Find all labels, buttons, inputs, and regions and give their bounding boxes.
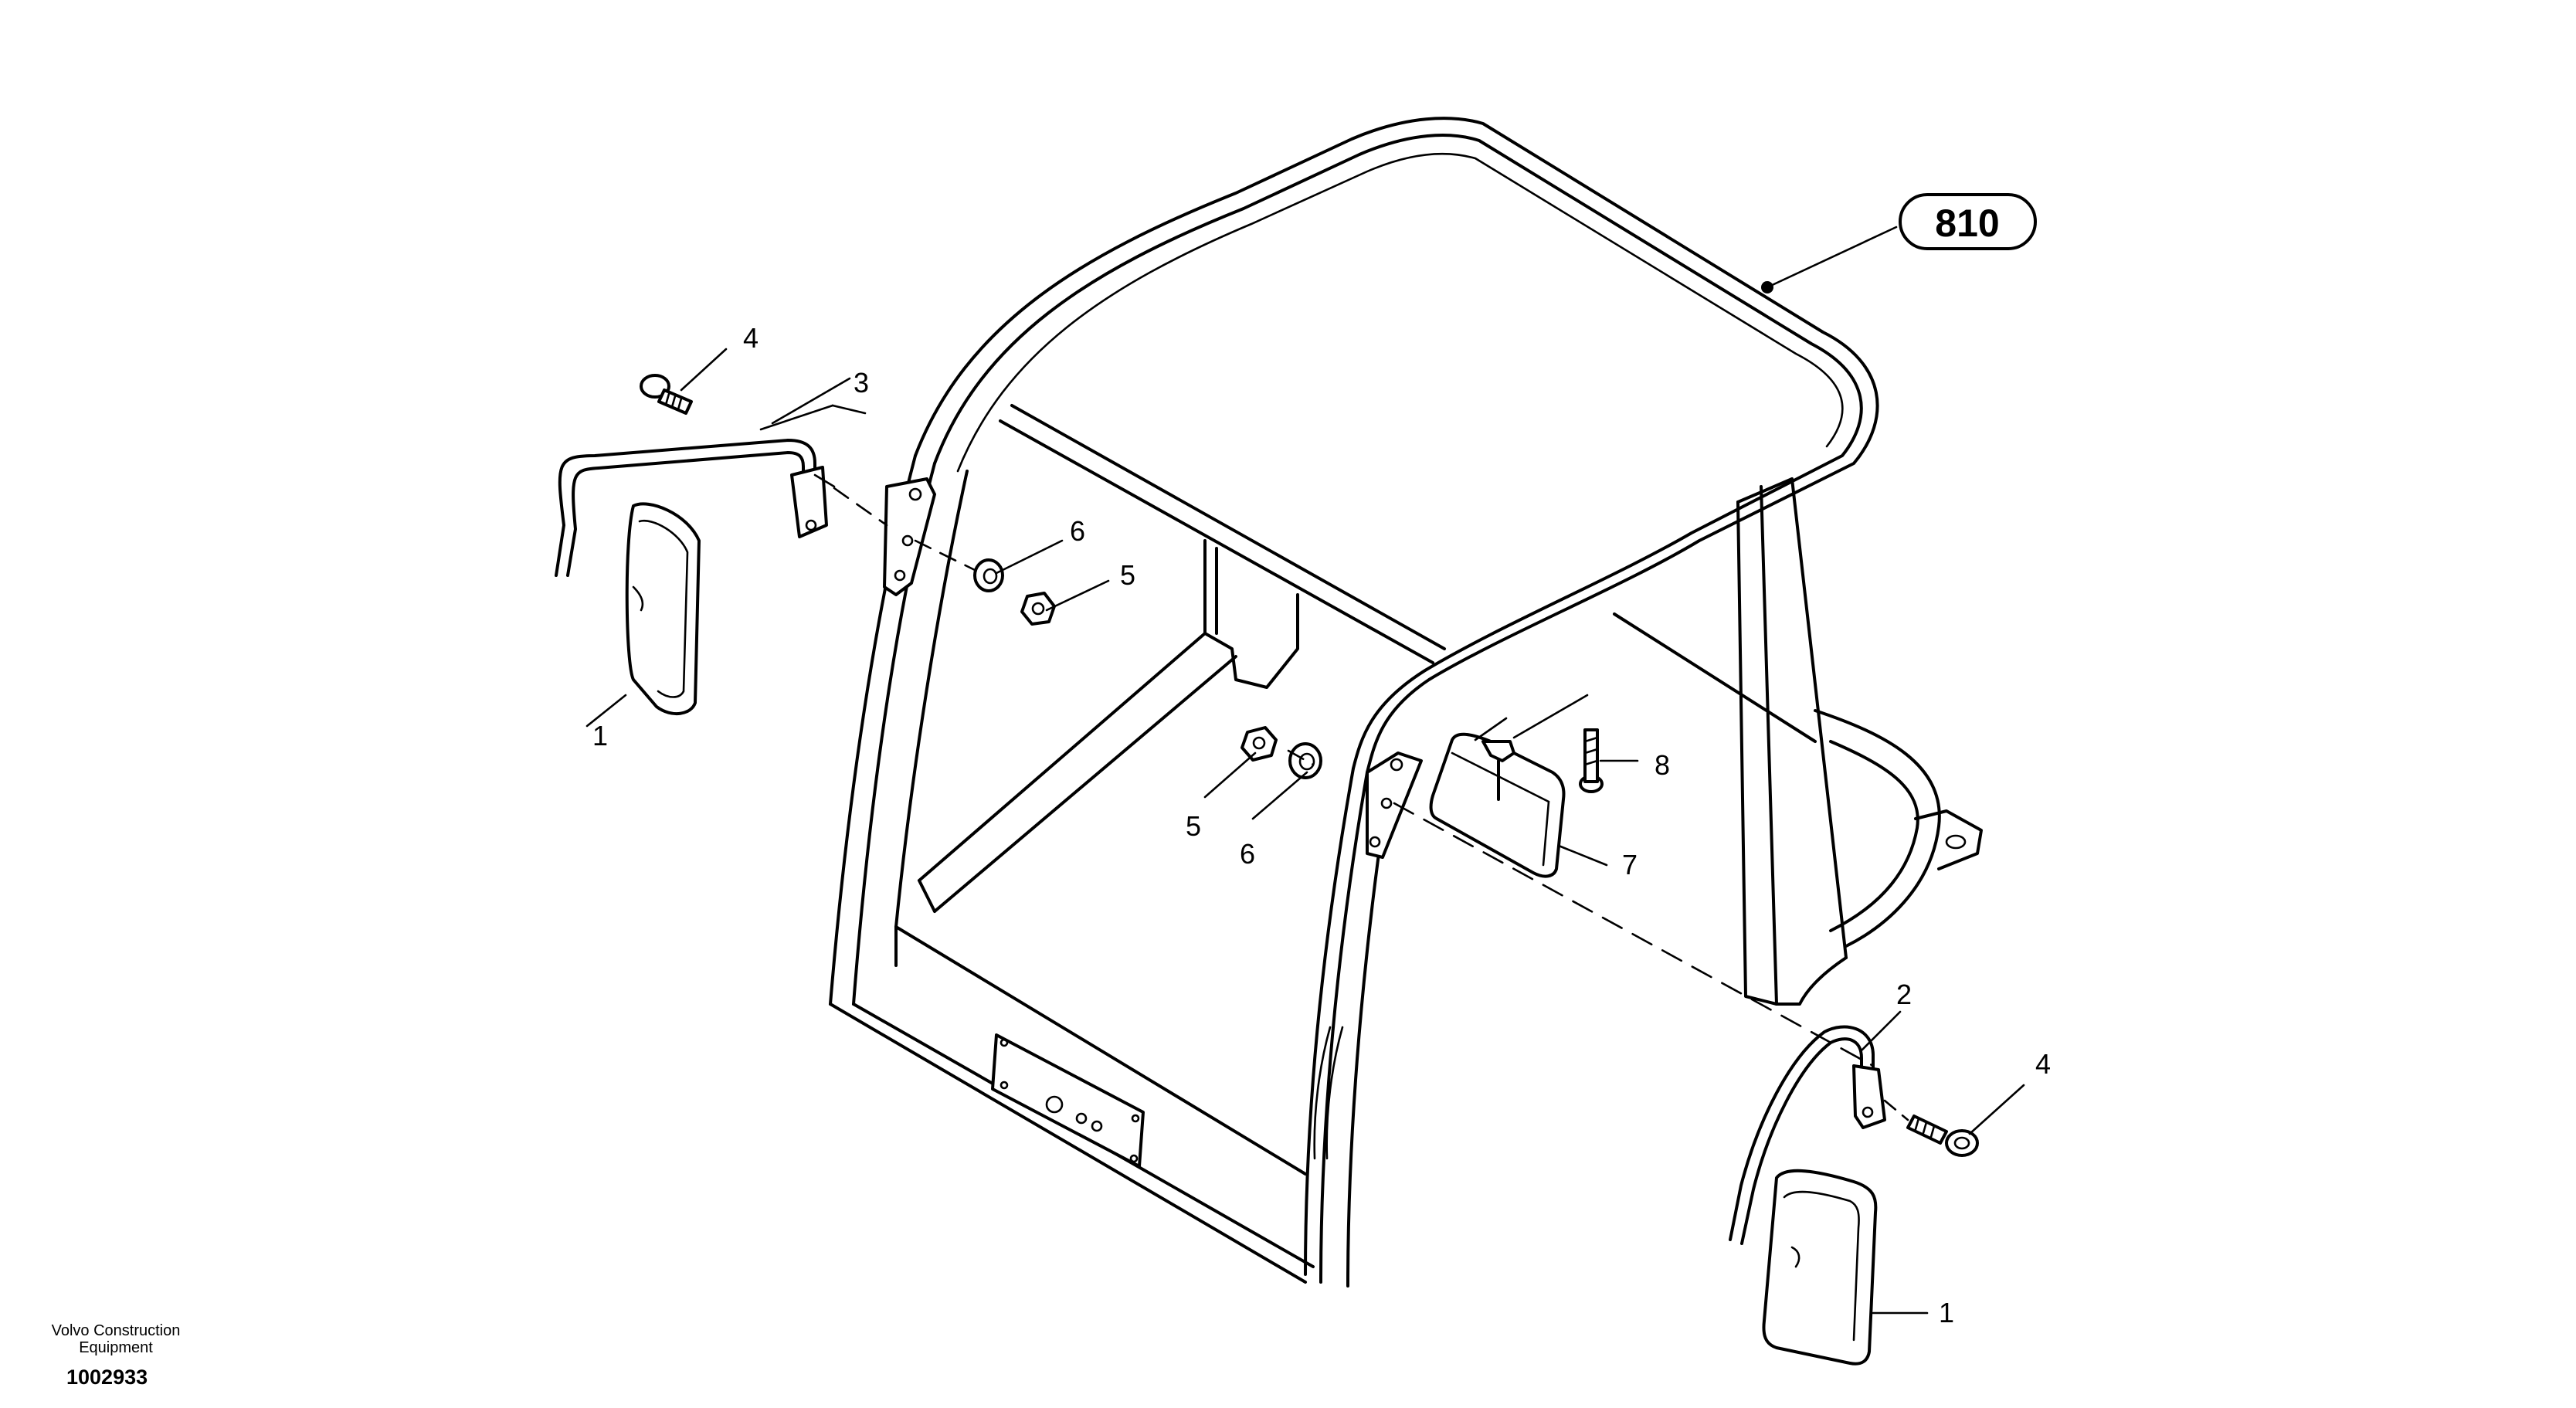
cab-frame bbox=[829, 117, 1983, 1288]
part-label-2: 2 bbox=[1896, 979, 1912, 1010]
left-mirror bbox=[625, 502, 701, 716]
left-mirror-arm bbox=[555, 439, 816, 577]
callout-810-label: 810 bbox=[1935, 202, 1999, 245]
right-pillar-bracket bbox=[1366, 751, 1423, 859]
left-mirror-assembly bbox=[555, 374, 1056, 716]
reference-callout: 810 bbox=[1899, 193, 2037, 250]
interior-mirror-bolt bbox=[1579, 728, 1604, 793]
part-label-5-lower: 5 bbox=[1186, 810, 1201, 842]
right-mirror bbox=[1762, 1169, 1878, 1366]
manufacturer-caption: Volvo Construction Equipment bbox=[31, 1322, 201, 1356]
right-washer bbox=[1288, 742, 1322, 779]
part-label-1-left: 1 bbox=[592, 720, 608, 751]
brand-line-2: Equipment bbox=[79, 1339, 153, 1356]
callout-810-box bbox=[1899, 193, 2037, 250]
part-label-3: 3 bbox=[854, 367, 869, 399]
right-bolt bbox=[1906, 1115, 1979, 1157]
right-mirror-assembly bbox=[1240, 694, 1979, 1366]
part-label-7: 7 bbox=[1622, 849, 1638, 880]
left-bolt bbox=[640, 374, 693, 415]
leader-lines bbox=[585, 226, 2025, 1315]
part-label-4-left: 4 bbox=[743, 322, 759, 354]
part-labels: 4 3 6 5 1 8 5 6 7 2 4 1 bbox=[592, 322, 2051, 1328]
part-label-1-right: 1 bbox=[1939, 1297, 1954, 1328]
right-nut bbox=[1240, 726, 1278, 762]
part-label-6-upper: 6 bbox=[1070, 515, 1085, 547]
part-label-5-upper: 5 bbox=[1120, 559, 1135, 591]
left-washer bbox=[973, 558, 1004, 592]
right-mirror-arm bbox=[1740, 1037, 1863, 1245]
document-number: 1002933 bbox=[66, 1366, 148, 1389]
part-label-6-lower: 6 bbox=[1240, 838, 1255, 870]
part-label-4-right: 4 bbox=[2035, 1048, 2051, 1080]
brand-line-1: Volvo Construction bbox=[51, 1322, 181, 1339]
left-nut bbox=[1020, 592, 1056, 626]
part-label-8: 8 bbox=[1655, 749, 1670, 781]
